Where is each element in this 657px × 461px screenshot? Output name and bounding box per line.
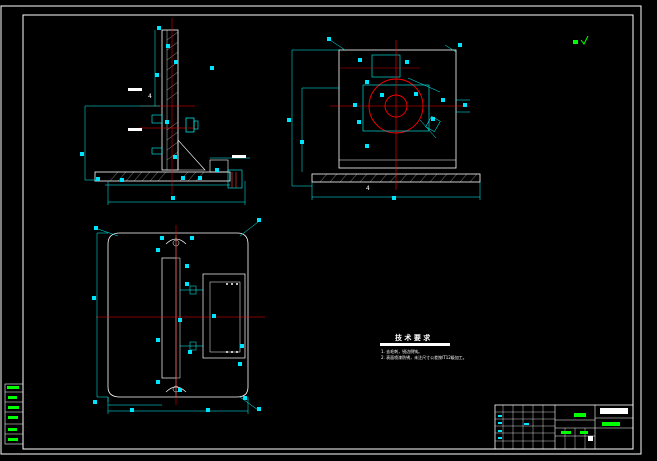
front-view: 4	[287, 37, 481, 200]
side-view-dim-label: 4	[148, 93, 152, 100]
tech-req-note-2: 2. 表面喷漆防锈，未注尺寸公差按IT12级加工。	[381, 354, 467, 360]
tech-req-note-1: 1. 去毛刺，锐边倒钝。	[381, 348, 422, 354]
technical-requirements: 技 术 要 求 1. 去毛刺，锐边倒钝。 2. 表面喷漆防锈，未注尺寸公差按IT…	[380, 333, 467, 360]
tech-req-underline	[380, 343, 450, 346]
side-view: 4	[80, 18, 250, 205]
surface-finish-symbol	[573, 35, 589, 45]
left-revision-table	[4, 383, 24, 445]
sheet-border	[0, 5, 642, 455]
tech-req-title: 技 术 要 求	[395, 333, 431, 342]
title-block	[494, 404, 634, 450]
front-view-dim-label: 4	[366, 185, 370, 192]
top-view	[92, 218, 265, 414]
